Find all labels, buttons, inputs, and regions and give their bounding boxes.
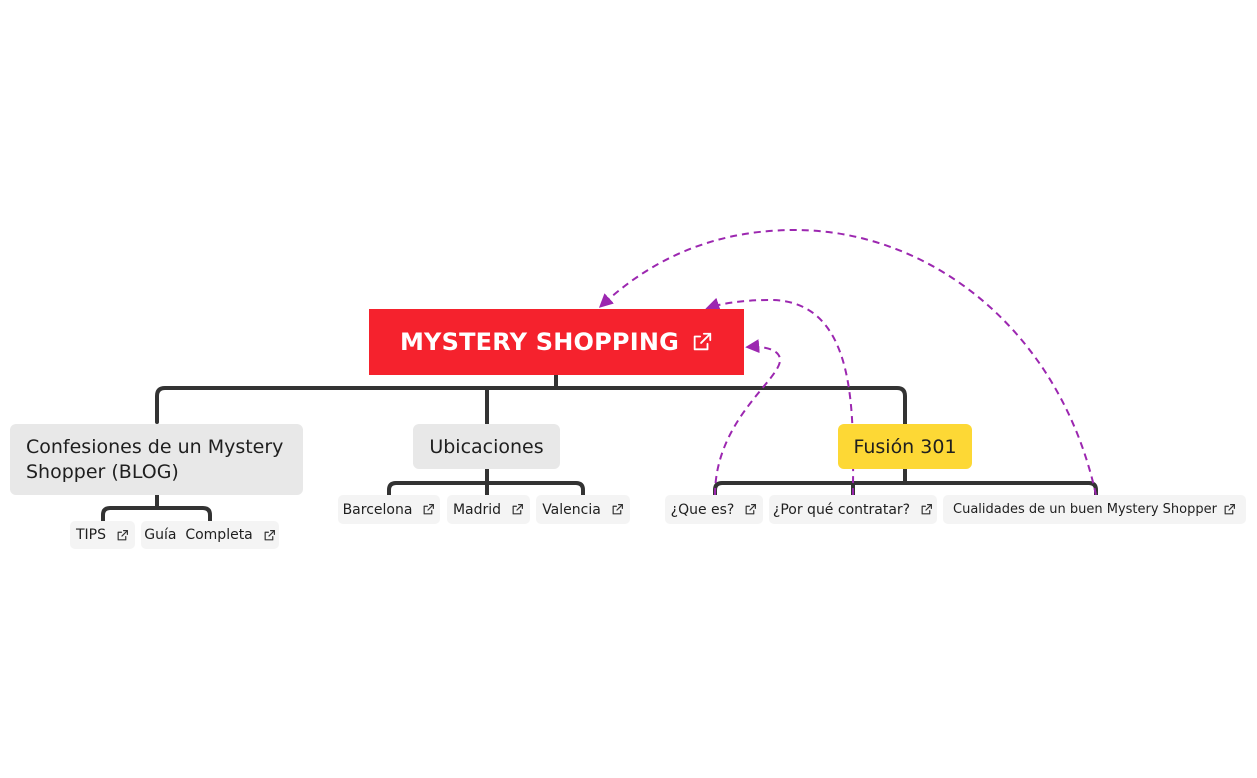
root-label: MYSTERY SHOPPING bbox=[399, 328, 680, 356]
branch-ubicaciones[interactable]: Ubicaciones bbox=[413, 424, 560, 469]
relationship-arrow-por-que bbox=[705, 297, 855, 496]
subtopic-guia-completa[interactable]: Guía Completa bbox=[141, 521, 279, 549]
blog-connector bbox=[101, 492, 212, 523]
subtopic-label: Cualidades de un buen Mystery Shopper bbox=[953, 502, 1217, 517]
external-link-icon[interactable] bbox=[511, 503, 524, 516]
external-link-icon[interactable] bbox=[263, 529, 276, 542]
branch-ubicaciones-label: Ubicaciones bbox=[429, 435, 544, 458]
subtopic-label: Madrid bbox=[452, 501, 502, 518]
subtopic-por-que-contratar[interactable]: ¿Por qué contratar? bbox=[769, 495, 937, 524]
subtopic-label: Valencia bbox=[542, 501, 601, 518]
external-link-icon[interactable] bbox=[422, 503, 435, 516]
subtopic-cualidades[interactable]: Cualidades de un buen Mystery Shopper bbox=[943, 495, 1246, 524]
subtopic-label: TIPS bbox=[76, 527, 107, 543]
relationship-arrow-que-es bbox=[714, 339, 782, 496]
relationship-arrow-cualidades bbox=[598, 228, 1097, 496]
external-link-icon[interactable] bbox=[116, 529, 129, 542]
branch-blog-label: Confesiones de un Mystery Shopper (BLOG) bbox=[26, 435, 284, 483]
subtopic-valencia[interactable]: Valencia bbox=[536, 495, 630, 524]
subtopic-madrid[interactable]: Madrid bbox=[447, 495, 530, 524]
fusion-connector bbox=[713, 467, 1098, 497]
external-link-icon[interactable] bbox=[691, 331, 713, 353]
subtopic-label: ¿Por qué contratar? bbox=[772, 501, 911, 518]
subtopic-label: Barcelona bbox=[342, 501, 413, 518]
branch-fusion-label: Fusión 301 bbox=[853, 435, 957, 458]
subtopic-label: Guía Completa bbox=[144, 527, 253, 543]
external-link-icon[interactable] bbox=[920, 503, 933, 516]
subtopic-label: ¿Que es? bbox=[670, 501, 735, 518]
ubicaciones-connector bbox=[387, 467, 585, 497]
branch-blog[interactable]: Confesiones de un Mystery Shopper (BLOG) bbox=[10, 424, 303, 495]
subtopic-barcelona[interactable]: Barcelona bbox=[338, 495, 440, 524]
root-node[interactable]: MYSTERY SHOPPING bbox=[369, 309, 744, 375]
external-link-icon[interactable] bbox=[744, 503, 757, 516]
subtopic-tips[interactable]: TIPS bbox=[70, 521, 135, 549]
subtopic-que-es[interactable]: ¿Que es? bbox=[665, 495, 763, 524]
external-link-icon[interactable] bbox=[1223, 503, 1236, 516]
branch-fusion-301[interactable]: Fusión 301 bbox=[838, 424, 972, 469]
root-connector bbox=[155, 372, 907, 426]
external-link-icon[interactable] bbox=[611, 503, 624, 516]
